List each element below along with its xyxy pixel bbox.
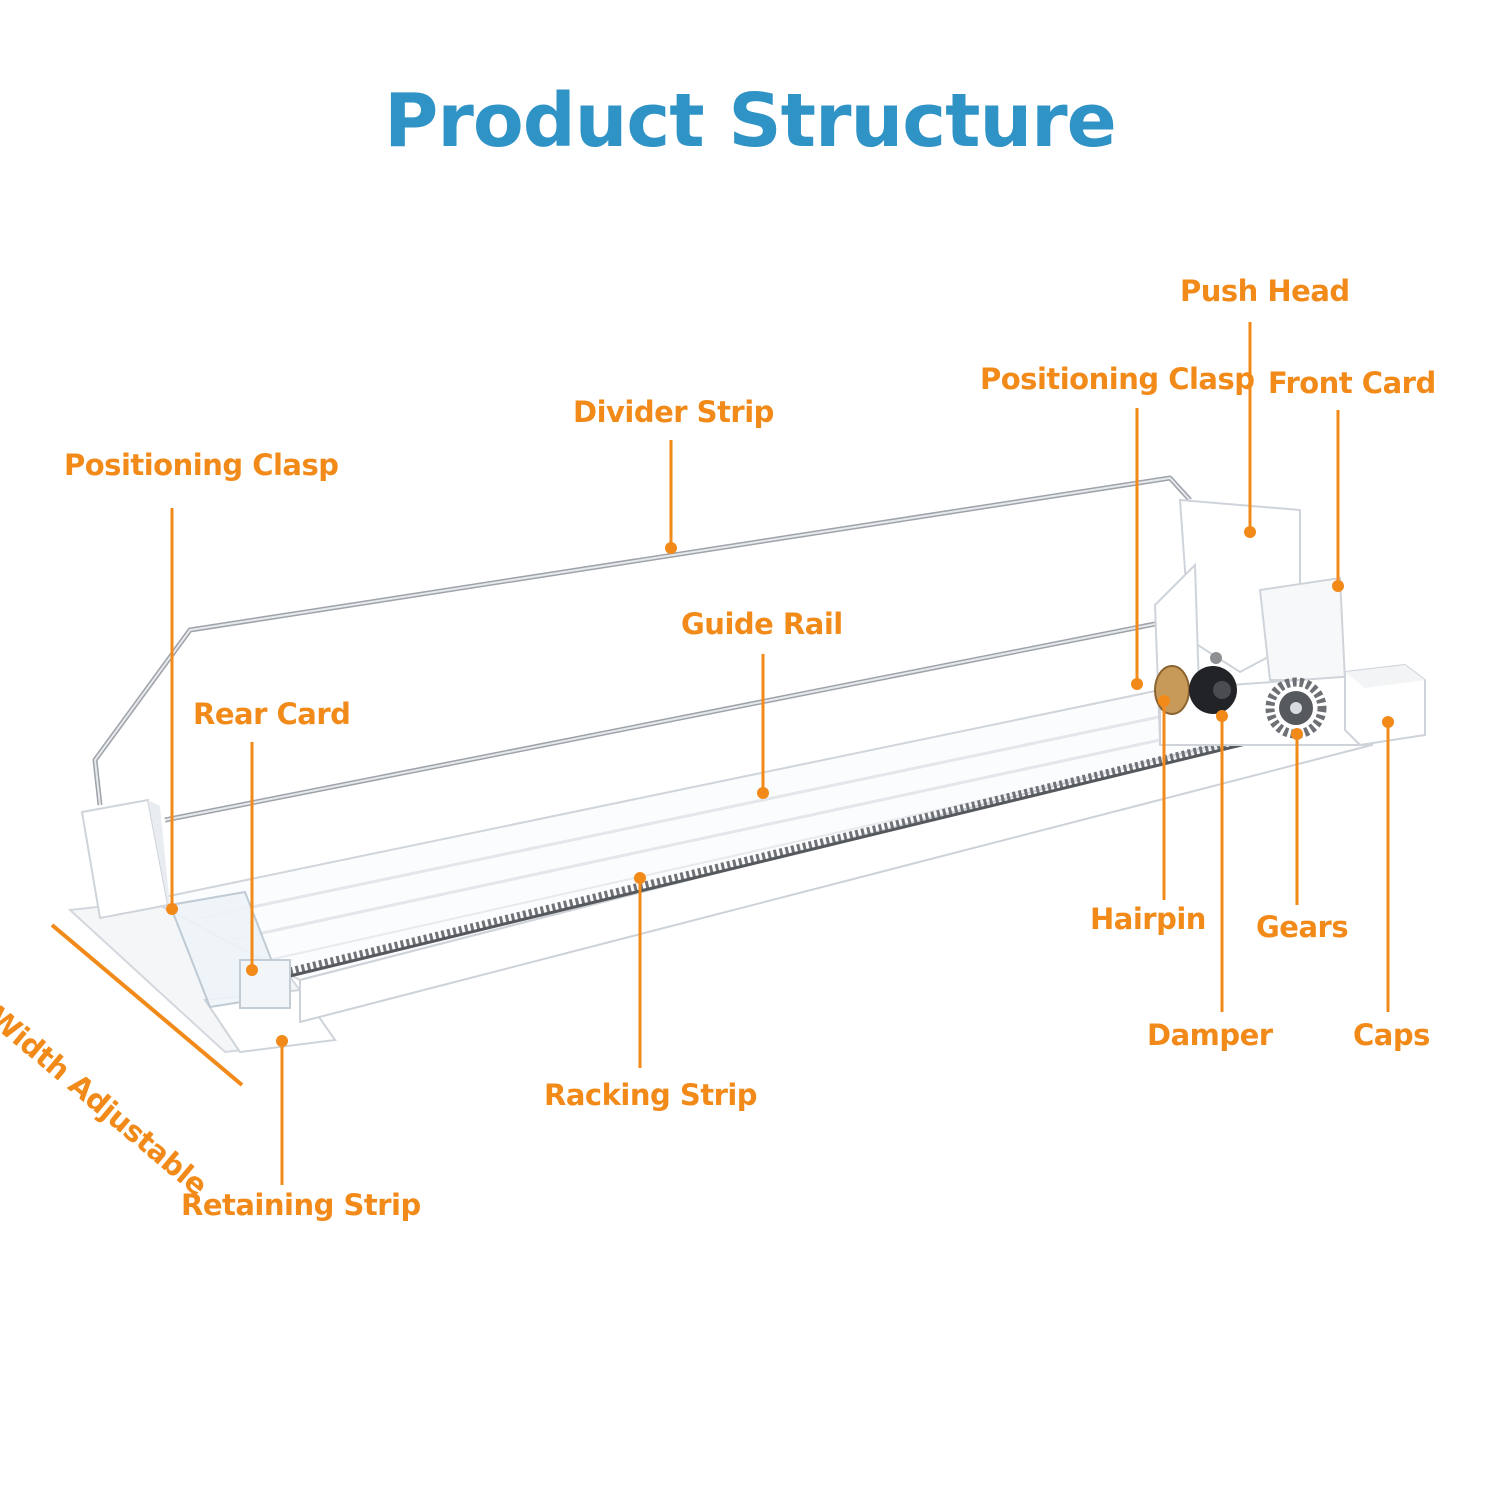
label-positioning-clasp-right: Positioning Clasp <box>980 362 1255 396</box>
label-caps: Caps <box>1353 1018 1430 1052</box>
front-card-part <box>1258 576 1347 681</box>
page-title: Product Structure <box>384 78 1117 164</box>
racking-strip-part <box>288 717 1322 977</box>
gear-part <box>1265 677 1327 739</box>
hairpin-part <box>1154 665 1190 715</box>
label-positioning-clasp-left: Positioning Clasp <box>64 448 339 482</box>
label-divider-strip: Divider Strip <box>573 395 774 429</box>
width-adjustable-line <box>50 923 244 1087</box>
label-retaining-strip: Retaining Strip <box>181 1188 421 1222</box>
label-damper: Damper <box>1147 1018 1273 1052</box>
label-guide-rail: Guide Rail <box>681 607 843 641</box>
label-hairpin: Hairpin <box>1090 902 1206 936</box>
label-front-card: Front Card <box>1268 366 1436 400</box>
label-gears: Gears <box>1256 910 1349 944</box>
label-push-head: Push Head <box>1180 274 1350 308</box>
label-rear-card: Rear Card <box>193 697 351 731</box>
label-racking-strip: Racking Strip <box>544 1078 758 1112</box>
